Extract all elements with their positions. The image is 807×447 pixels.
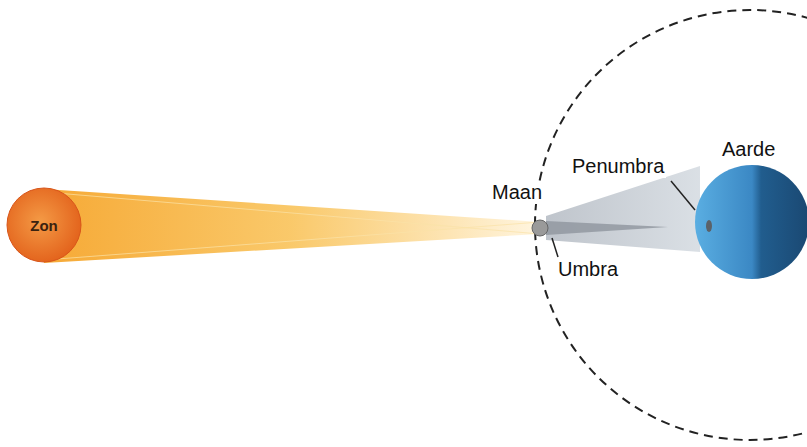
part-label: Aarde <box>720 138 777 161</box>
part-label: Umbra <box>556 258 620 281</box>
beam-ray <box>44 222 540 260</box>
moon-orbit <box>535 10 807 440</box>
part-label: Penumbra <box>570 155 666 178</box>
umbra-spot <box>706 220 712 232</box>
moon <box>532 220 548 236</box>
leader-line <box>671 181 695 210</box>
part-label: Maan <box>490 181 544 204</box>
leader-line <box>552 238 558 257</box>
penumbra-cone <box>546 166 700 252</box>
sun-label: Zon <box>30 217 58 234</box>
sun-node: Zon <box>6 187 82 263</box>
sun-circle <box>7 188 81 262</box>
earth <box>695 165 807 279</box>
sunlight-beam <box>44 189 540 263</box>
umbra-cone <box>546 221 668 235</box>
